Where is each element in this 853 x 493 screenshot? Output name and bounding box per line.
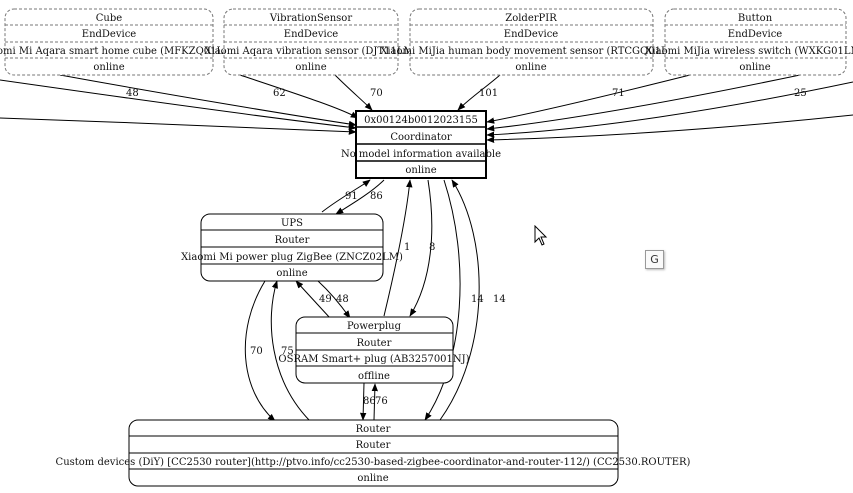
edge-powerplug-router-b: [371, 383, 378, 421]
edge-label: 14: [493, 294, 506, 305]
node-type: EndDevice: [504, 29, 559, 40]
node-status: offline: [358, 371, 390, 382]
edge-label: 76: [375, 396, 388, 407]
edge-left2-coordinator: [0, 79, 357, 131]
node-model: No model information available: [341, 149, 501, 160]
node-title: 0x00124b0012023155: [364, 115, 478, 126]
edge-vibration2-coordinator: [334, 74, 373, 111]
edge-right3-coordinator: [486, 114, 853, 144]
node-vibration-sensor[interactable]: VibrationSensor EndDevice Xiaomi Aqara v…: [204, 8, 418, 76]
node-type: Router: [357, 338, 392, 349]
edge-label: 1: [404, 242, 410, 253]
edge-label: 25: [794, 88, 807, 99]
node-model: Xiaomi MiJia human body movement sensor …: [380, 46, 682, 57]
node-status: online: [739, 62, 770, 73]
edge-ups-powerplug-a: [295, 280, 331, 319]
edge-label: 62: [273, 88, 286, 99]
node-coordinator[interactable]: 0x00124b0012023155 Coordinator No model …: [341, 110, 501, 179]
node-model: Xiaomi Mi power plug ZigBee (ZNCZ02LM): [181, 252, 403, 263]
node-zolder-pir[interactable]: ZolderPIR EndDevice Xiaomi MiJia human b…: [380, 8, 682, 76]
node-button[interactable]: Button EndDevice Xiaomi MiJia wireless s…: [645, 8, 853, 76]
edge-powerplug-router-a: [359, 382, 367, 421]
node-status: online: [93, 62, 124, 73]
node-type: EndDevice: [728, 29, 783, 40]
node-status: online: [515, 62, 546, 73]
node-model: Xiaomi MiJia wireless switch (WXKG01LM): [645, 46, 853, 57]
edge-label: 48: [336, 294, 349, 305]
node-model: OSRAM Smart+ plug (AB3257001NJ): [278, 354, 469, 365]
edge-cube-coordinator: [59, 74, 357, 128]
edge-coordinator-router: [424, 179, 461, 421]
node-title: Powerplug: [347, 321, 402, 332]
edge-label: 70: [250, 346, 263, 357]
node-type: Router: [356, 440, 391, 451]
edge-label: 49: [319, 294, 332, 305]
node-type: EndDevice: [82, 29, 137, 40]
edge-label: 48: [126, 88, 139, 99]
node-status: online: [276, 268, 307, 279]
node-title: Router: [356, 424, 391, 435]
node-title: Button: [738, 13, 773, 24]
node-title: UPS: [281, 218, 303, 229]
edge-router-coordinator: [439, 179, 480, 421]
edge-right2-coordinator: [486, 81, 853, 138]
node-type: EndDevice: [284, 29, 339, 40]
g-button[interactable]: G: [645, 250, 664, 269]
edge-left1-coordinator: [0, 117, 357, 135]
node-type: Coordinator: [390, 132, 452, 143]
edge-ups-powerplug-b: [317, 280, 351, 319]
node-model: Xiaomi Mi Aqara smart home cube (MFKZQ01…: [0, 46, 237, 57]
mouse-cursor-icon: [534, 225, 548, 246]
edge-coordinator-ups: [335, 179, 385, 215]
edge-label: 91: [345, 191, 358, 202]
edge-ups-coordinator: [321, 179, 371, 213]
node-model: Xiaomi Aqara vibration sensor (DJT11LM): [204, 46, 417, 57]
node-status: online: [357, 473, 388, 484]
edge-ups-router-b: [270, 280, 311, 422]
node-type: Router: [275, 235, 310, 246]
edge-label: 14: [471, 294, 484, 305]
node-powerplug[interactable]: Powerplug Router OSRAM Smart+ plug (AB32…: [278, 316, 470, 384]
edge-label: 70: [370, 88, 383, 99]
edge-label: 86: [370, 191, 383, 202]
node-status: online: [295, 62, 326, 73]
node-title: Cube: [96, 13, 122, 24]
edges: [0, 74, 853, 422]
node-model: Custom devices (DiY) [CC2530 router](htt…: [56, 457, 691, 468]
node-status: online: [405, 165, 436, 176]
edge-button-coordinator: [486, 74, 691, 124]
node-title: VibrationSensor: [269, 13, 352, 24]
edge-label: 71: [612, 88, 625, 99]
node-router[interactable]: Router Router Custom devices (DiY) [CC25…: [56, 419, 691, 487]
node-cube[interactable]: Cube EndDevice Xiaomi Mi Aqara smart hom…: [0, 8, 237, 76]
node-title: ZolderPIR: [505, 13, 557, 24]
edge-label: 8: [429, 242, 435, 253]
edge-label: 75: [281, 346, 294, 357]
edge-vibration-coordinator: [239, 74, 359, 119]
edge-labels: 48 62 70 101 71 25 91 86 1 8 14 14 49 48…: [126, 88, 807, 407]
edge-label: 86: [363, 396, 376, 407]
edge-right1-coordinator: [486, 74, 801, 132]
edge-zolder-coordinator: [457, 74, 501, 111]
edge-label: 101: [479, 88, 498, 99]
node-ups[interactable]: UPS Router Xiaomi Mi power plug ZigBee (…: [181, 213, 403, 282]
edge-powerplug-coordinator: [383, 179, 413, 317]
edge-coordinator-powerplug: [409, 179, 433, 317]
edge-ups-router-a: [244, 280, 276, 422]
